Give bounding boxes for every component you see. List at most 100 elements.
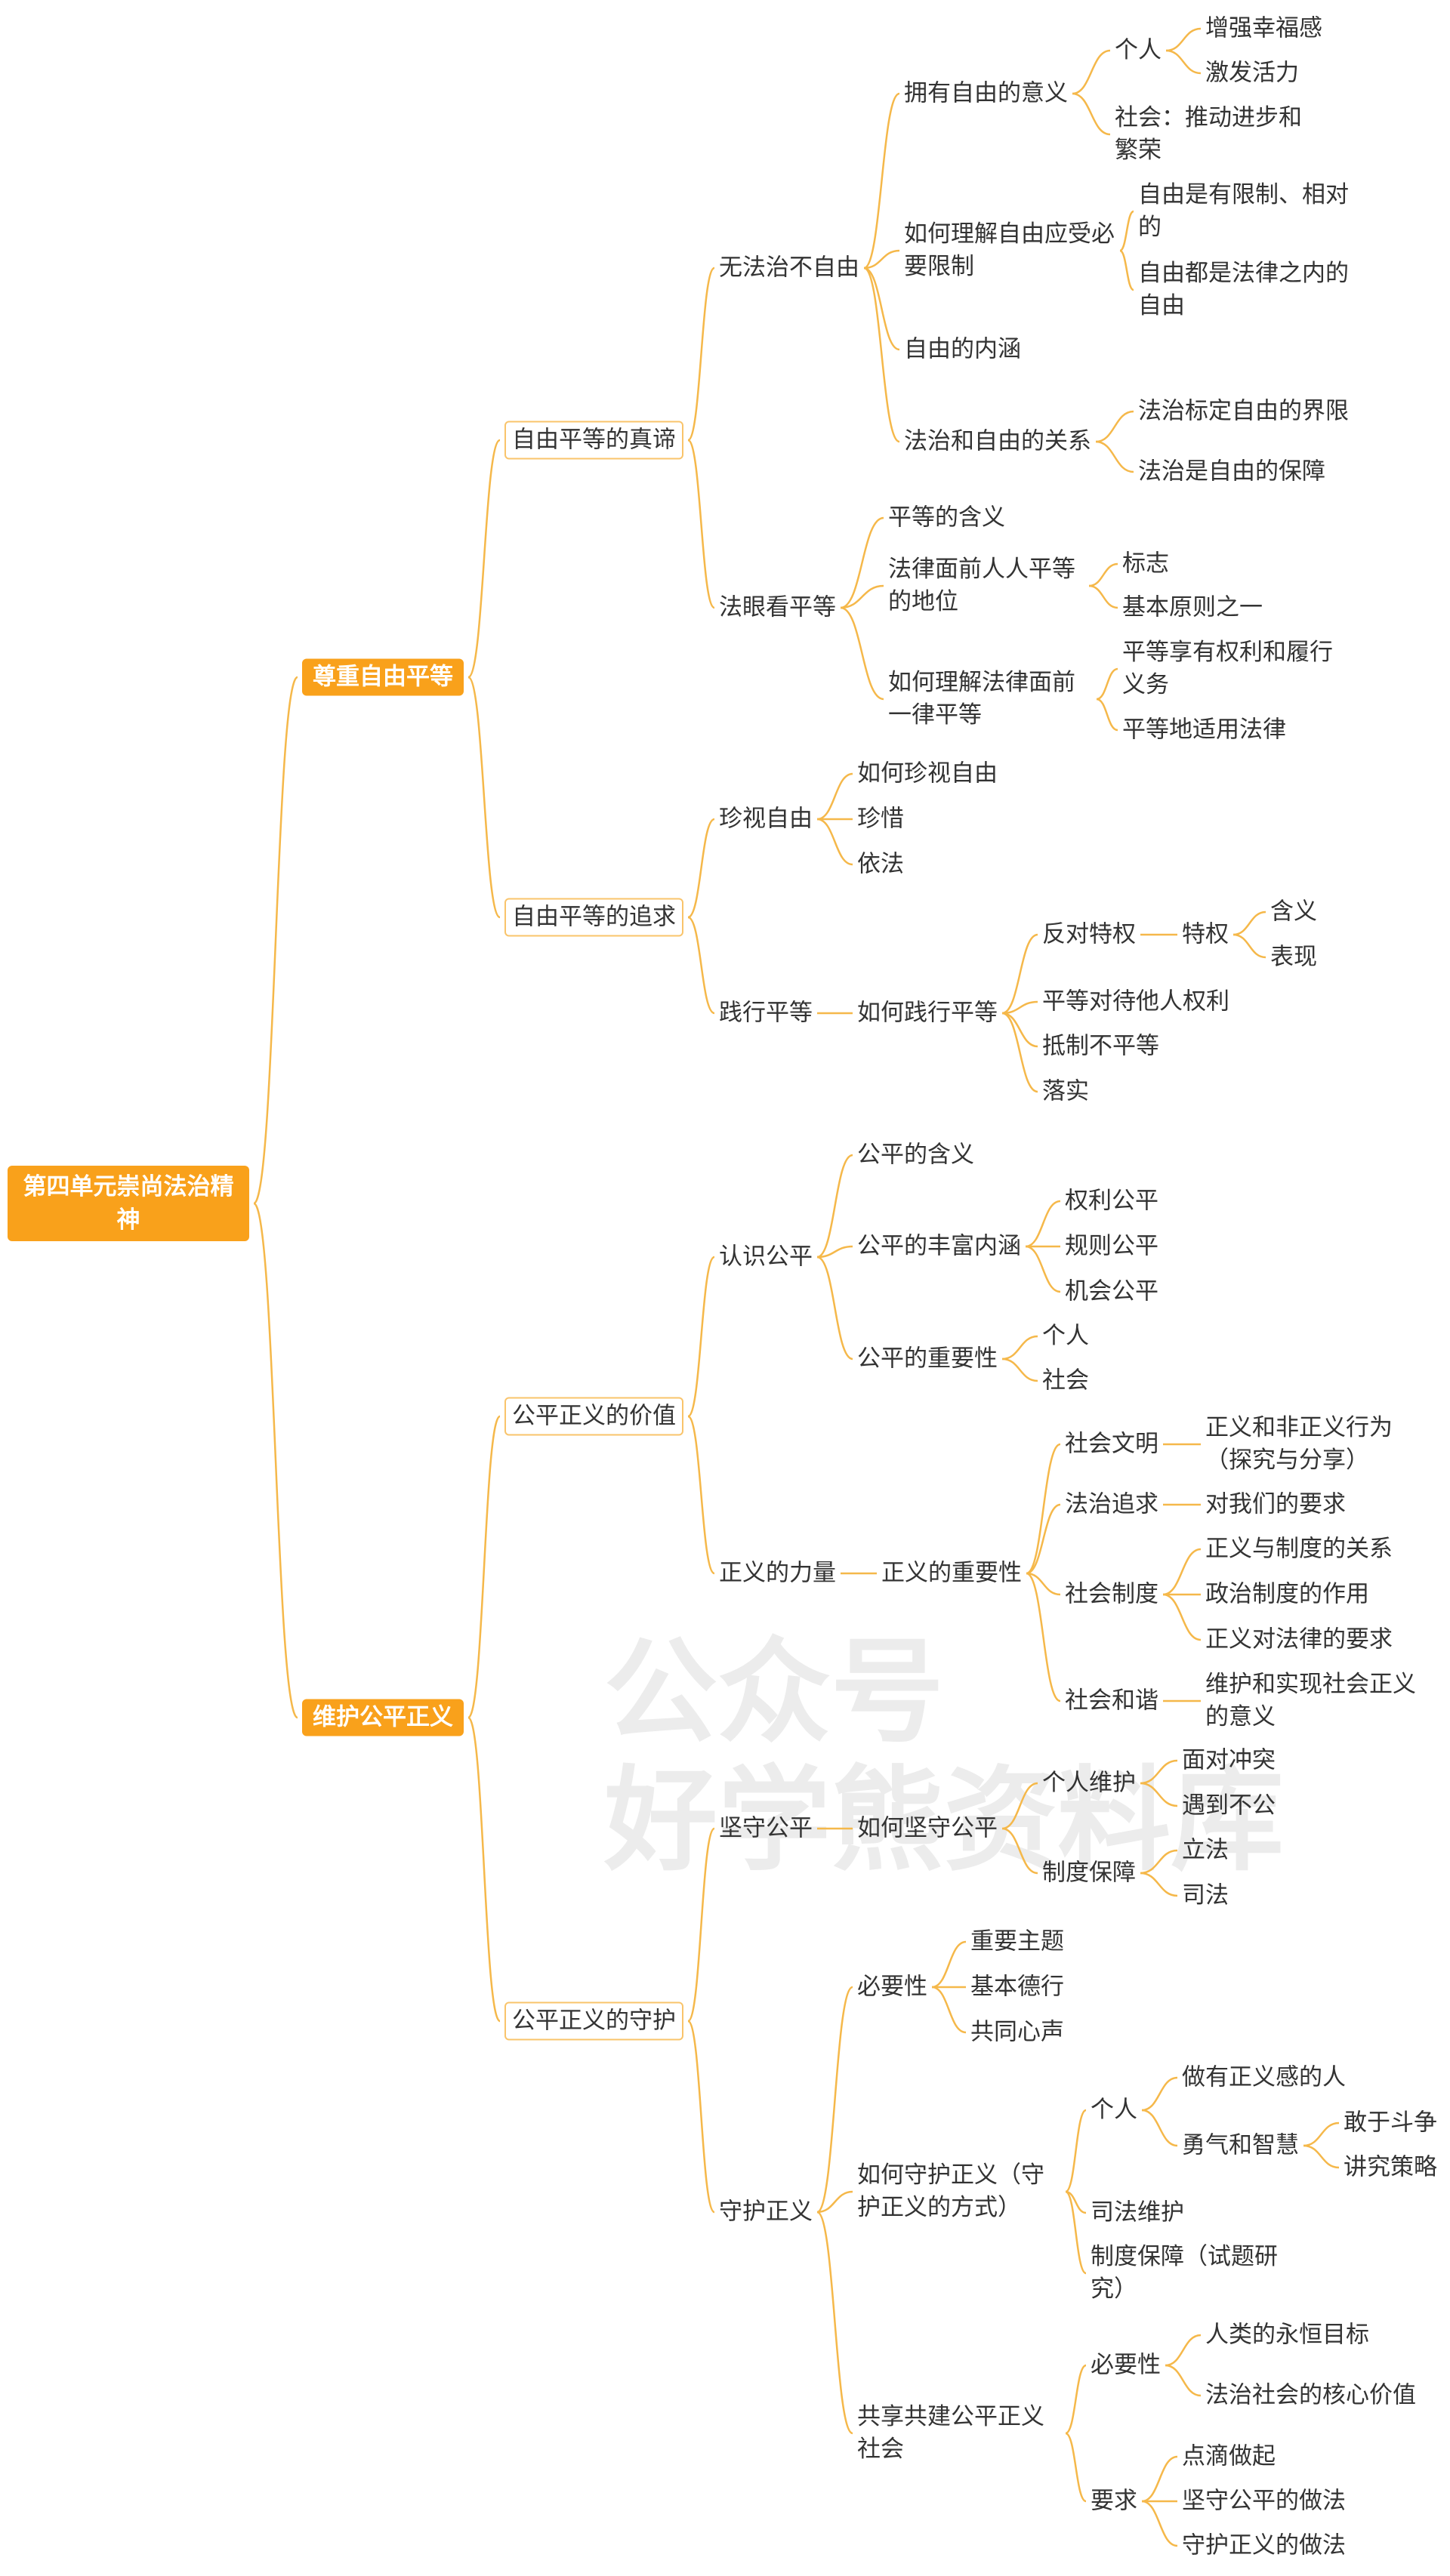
- connector: [1165, 49, 1202, 75]
- topic-node[interactable]: 守护正义: [719, 2198, 813, 2226]
- topic-node[interactable]: 对我们的要求: [1205, 1490, 1346, 1518]
- topic-node[interactable]: 重要主题: [970, 1927, 1064, 1955]
- topic-node[interactable]: 如何理解法律面前一律平等: [888, 669, 1075, 729]
- topic-node[interactable]: 敢于斗争: [1344, 2109, 1437, 2137]
- topic-node[interactable]: 如何践行平等: [857, 999, 998, 1027]
- topic-node[interactable]: 遇到不公: [1182, 1792, 1276, 1820]
- topic-node[interactable]: 坚守公平: [719, 1814, 813, 1842]
- connector: [1026, 1572, 1061, 1702]
- main-topic[interactable]: 维护公平正义: [302, 1699, 464, 1736]
- topic-node[interactable]: 珍惜: [857, 805, 904, 833]
- topic-node[interactable]: 共同心声: [970, 2018, 1064, 2046]
- topic-node[interactable]: 法治和自由的关系: [904, 427, 1091, 455]
- topic-node[interactable]: 个人: [1115, 36, 1162, 64]
- topic-node[interactable]: 维护和实现社会正义的意义: [1205, 1671, 1416, 1730]
- topic-node[interactable]: 司法: [1182, 1881, 1229, 1909]
- topic-node[interactable]: 公平的重要性: [857, 1345, 998, 1373]
- topic-node[interactable]: 基本原则之一: [1122, 593, 1263, 621]
- topic-node[interactable]: 必要性: [1091, 2351, 1161, 2379]
- topic-node[interactable]: 拥有自由的意义: [904, 79, 1068, 107]
- connector: [1096, 667, 1118, 701]
- topic-node[interactable]: 无法治不自由: [719, 254, 859, 282]
- topic-node[interactable]: 法眼看平等: [719, 593, 836, 621]
- topic-node[interactable]: 社会制度: [1065, 1580, 1158, 1608]
- topic-node[interactable]: 面对冲突: [1182, 1746, 1276, 1774]
- topic-node[interactable]: 法律面前人人平等的地位: [888, 556, 1075, 615]
- topic-node[interactable]: 正义和非正义行为（探究与分享）: [1205, 1414, 1393, 1474]
- topic-node[interactable]: 如何理解自由应受必要限制: [904, 220, 1115, 280]
- sub-topic[interactable]: 公平正义的价值: [504, 1397, 683, 1436]
- topic-node[interactable]: 坚守公平的做法: [1182, 2487, 1346, 2515]
- topic-node[interactable]: 讲究策略: [1344, 2153, 1437, 2181]
- topic-node[interactable]: 增强幸福感: [1205, 14, 1322, 42]
- topic-node[interactable]: 制度保障（试题研究）: [1091, 2243, 1278, 2303]
- topic-node[interactable]: 法治标定自由的界限: [1138, 397, 1349, 425]
- topic-node[interactable]: 规则公平: [1065, 1232, 1158, 1260]
- connector: [816, 2211, 853, 2435]
- main-topic[interactable]: 尊重自由平等: [302, 658, 464, 696]
- topic-node[interactable]: 社会文明: [1065, 1430, 1158, 1458]
- topic-node[interactable]: 权利公平: [1065, 1187, 1158, 1215]
- topic-node[interactable]: 抵制不平等: [1042, 1032, 1159, 1060]
- topic-node[interactable]: 立法: [1182, 1836, 1229, 1864]
- topic-node[interactable]: 表现: [1270, 943, 1317, 971]
- topic-node[interactable]: 公平的含义: [857, 1141, 974, 1169]
- topic-node[interactable]: 自由都是法律之内的自由: [1138, 260, 1349, 319]
- topic-node[interactable]: 珍视自由: [719, 805, 813, 833]
- topic-node[interactable]: 勇气和智慧: [1182, 2131, 1299, 2159]
- topic-node[interactable]: 平等对待他人权利: [1042, 988, 1229, 1015]
- topic-node[interactable]: 社会: [1042, 1367, 1089, 1394]
- topic-node[interactable]: 个人: [1091, 2096, 1137, 2124]
- topic-node[interactable]: 守护正义的做法: [1182, 2531, 1346, 2559]
- topic-node[interactable]: 正义对法律的要求: [1205, 1625, 1393, 1653]
- topic-node[interactable]: 法治追求: [1065, 1490, 1158, 1518]
- topic-node[interactable]: 社会：推动进步和繁荣: [1115, 104, 1302, 164]
- topic-node[interactable]: 自由的内涵: [904, 335, 1021, 363]
- topic-node[interactable]: 司法维护: [1091, 2199, 1184, 2226]
- topic-node[interactable]: 正义与制度的关系: [1205, 1535, 1393, 1563]
- connector: [1025, 1245, 1061, 1293]
- sub-topic[interactable]: 自由平等的真谛: [504, 421, 683, 460]
- topic-node[interactable]: 如何珍视自由: [857, 760, 998, 787]
- connector: [1001, 1827, 1038, 1875]
- topic-node[interactable]: 如何守护正义（守护正义的方式）: [857, 2162, 1044, 2221]
- topic-node[interactable]: 含义: [1270, 898, 1317, 926]
- root-topic[interactable]: 第四单元崇尚法治精神: [8, 1166, 249, 1241]
- topic-node[interactable]: 人类的永恒目标: [1205, 2321, 1369, 2349]
- topic-node[interactable]: 政治制度的作用: [1205, 1580, 1369, 1608]
- topic-node[interactable]: 正义的重要性: [881, 1559, 1022, 1587]
- topic-node[interactable]: 自由是有限制、相对的: [1138, 181, 1349, 241]
- topic-node[interactable]: 特权: [1182, 920, 1229, 948]
- topic-node[interactable]: 反对特权: [1042, 920, 1136, 948]
- topic-node[interactable]: 基本德行: [970, 1973, 1064, 2001]
- topic-node[interactable]: 个人: [1042, 1322, 1089, 1350]
- topic-node[interactable]: 平等地适用法律: [1122, 716, 1286, 744]
- topic-node[interactable]: 做有正义感的人: [1182, 2063, 1346, 2091]
- topic-node[interactable]: 如何坚守公平: [857, 1814, 998, 1842]
- topic-node[interactable]: 平等享有权利和履行义务: [1122, 639, 1333, 698]
- topic-node[interactable]: 落实: [1042, 1077, 1089, 1105]
- topic-node[interactable]: 依法: [857, 850, 904, 878]
- topic-node[interactable]: 点滴做起: [1182, 2442, 1276, 2470]
- topic-node[interactable]: 正义的力量: [719, 1559, 836, 1587]
- topic-node[interactable]: 机会公平: [1065, 1277, 1158, 1305]
- connector: [686, 1827, 716, 2023]
- topic-node[interactable]: 必要性: [857, 1973, 927, 2001]
- sub-topic[interactable]: 公平正义的守护: [504, 2001, 683, 2041]
- topic-node[interactable]: 公平的丰富内涵: [857, 1232, 1021, 1260]
- connector: [1141, 2076, 1178, 2112]
- topic-node[interactable]: 社会和谐: [1065, 1687, 1158, 1715]
- topic-node[interactable]: 认识公平: [719, 1243, 813, 1271]
- topic-node[interactable]: 共享共建公平正义社会: [857, 2403, 1044, 2463]
- topic-node[interactable]: 标志: [1122, 550, 1169, 578]
- sub-topic[interactable]: 自由平等的追求: [504, 898, 683, 937]
- topic-node[interactable]: 个人维护: [1042, 1769, 1136, 1797]
- topic-node[interactable]: 激发活力: [1205, 59, 1299, 87]
- topic-node[interactable]: 要求: [1091, 2487, 1137, 2515]
- topic-node[interactable]: 法治是自由的保障: [1138, 458, 1325, 485]
- topic-node[interactable]: 平等的含义: [888, 504, 1005, 532]
- topic-node[interactable]: 制度保障: [1042, 1859, 1136, 1887]
- topic-node[interactable]: 法治社会的核心价值: [1205, 2381, 1416, 2409]
- topic-node[interactable]: 践行平等: [719, 999, 813, 1027]
